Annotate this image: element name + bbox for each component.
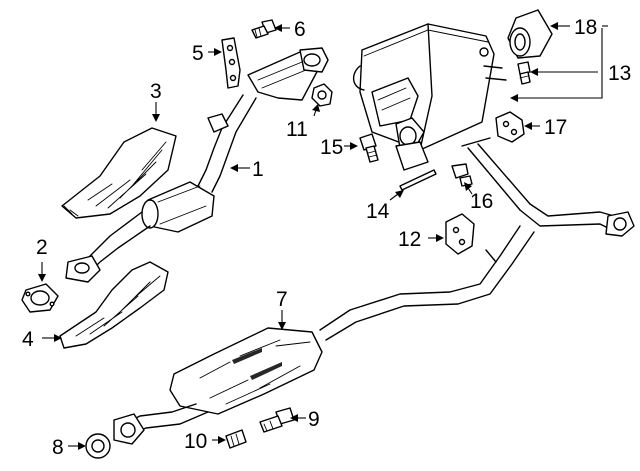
callout-5: 5 (192, 42, 204, 65)
callout-labels: 1 2 3 4 5 6 7 8 9 10 11 12 13 14 15 16 1… (22, 16, 631, 459)
callout-9: 9 (308, 408, 320, 431)
rear-gasket-icon (85, 433, 111, 459)
bolt-icon (517, 61, 531, 85)
upper-heat-shield-icon (61, 127, 177, 219)
callout-3: 3 (150, 80, 162, 103)
callout-18: 18 (574, 16, 597, 39)
callout-17: 17 (544, 116, 567, 139)
leader-lines (38, 22, 608, 450)
clip-icon (451, 163, 473, 187)
callout-11: 11 (286, 118, 308, 141)
stud-pin-icon (399, 169, 437, 191)
callout-8: 8 (52, 436, 64, 459)
callout-4: 4 (22, 328, 34, 351)
rubber-hanger-icon (495, 111, 525, 143)
front-gasket-icon (21, 283, 59, 313)
bracket-icon (221, 37, 241, 89)
callout-14: 14 (366, 200, 390, 223)
intermediate-pipe-with-resonator-icon (113, 137, 635, 445)
lower-heat-shield-icon (59, 261, 169, 349)
bolt-icon (251, 19, 277, 39)
callout-16: 16 (470, 190, 493, 213)
muffler-and-tail-pipe-icon (353, 9, 553, 171)
callout-10: 10 (184, 430, 207, 453)
bolt-icon (359, 133, 379, 163)
rubber-hanger-icon (445, 213, 475, 255)
bolt-icon (259, 407, 295, 433)
callout-2: 2 (36, 236, 48, 259)
callout-15: 15 (320, 136, 343, 159)
front-exhaust-pipe-with-catalytic-converter-icon (65, 47, 329, 283)
callout-1: 1 (252, 158, 264, 181)
callout-6: 6 (294, 18, 306, 41)
callout-13: 13 (608, 62, 631, 85)
nut-icon (311, 83, 333, 107)
callout-7: 7 (276, 288, 288, 311)
callout-12: 12 (398, 228, 421, 251)
stud-icon (225, 429, 247, 449)
